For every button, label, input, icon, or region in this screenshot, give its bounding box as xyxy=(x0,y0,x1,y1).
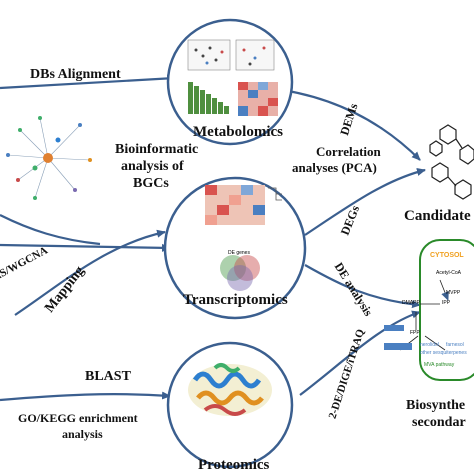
bioinformatic-label-line2: analysis of xyxy=(121,159,184,174)
ipp-label: IPP xyxy=(442,300,451,306)
arrow-proteomics-to-biosynthesis xyxy=(299,310,421,396)
mva-pathway-label: MVA pathway xyxy=(424,362,455,368)
biosynthesis-pathway-image xyxy=(384,239,474,381)
blast-label: BLAST xyxy=(85,369,131,384)
correlation-label-line1: Correlation xyxy=(316,144,381,159)
arrow-transcriptomics-to-candidate xyxy=(304,168,426,236)
arrow-dbs-to-metabolomics xyxy=(0,74,176,90)
bgc-network-image xyxy=(6,116,92,200)
protein-structure-image xyxy=(188,363,272,416)
pca-scatter-2 xyxy=(242,46,266,66)
fpp-label: FPP xyxy=(410,330,420,336)
de-genes-caption: DE genes xyxy=(228,250,250,256)
arrow-mapping-to-transcriptomics xyxy=(14,229,166,316)
dbs-alignment-label: DBs Alignment xyxy=(30,67,121,82)
proteomics-panel xyxy=(166,341,294,469)
metabolomics-label: Metabolomics xyxy=(193,124,283,140)
transcriptomics-panel xyxy=(163,176,307,320)
correlation-label-line2: analyses (PCA) xyxy=(292,160,377,175)
go-kegg-label-line1: GO/KEGG enrichment xyxy=(18,411,138,425)
nerolidol-label: nerolidol xyxy=(420,342,439,348)
transcriptomics-circle xyxy=(163,176,307,320)
arrow-transcriptomics-to-biosynthesis xyxy=(304,264,421,309)
go-kegg-label-line2: analysis xyxy=(62,427,103,441)
metabolomics-panel xyxy=(166,18,294,146)
bioinformatic-label-line1: Bioinformatic xyxy=(115,142,199,157)
biosynthesis-label-line1: Biosynthe xyxy=(406,398,466,413)
de-genes-venn xyxy=(220,255,260,291)
metabolite-bar-chart xyxy=(188,82,229,114)
farnesol-label: farnesol xyxy=(446,342,464,348)
other-sesquiterpenes-label: other sesquiterpenes xyxy=(420,350,467,356)
arrow-left-to-proteomics xyxy=(0,391,171,402)
bioinformatic-label-line3: BGCs xyxy=(133,176,169,191)
acetyl-coa-label: Acetyl-CoA xyxy=(436,270,462,276)
mvpp-label: MVPP xyxy=(446,290,461,296)
transcriptomics-label: Transcriptomics xyxy=(183,292,288,308)
arrow-left-entry xyxy=(0,214,101,246)
dmapp-label: DMAPP xyxy=(402,300,420,306)
metabolite-heatmap xyxy=(238,82,278,116)
proteomics-label: Proteomics xyxy=(198,457,270,473)
candidate-label: Candidate xyxy=(404,208,471,224)
pca-scatter xyxy=(194,46,224,65)
candidate-molecules-image xyxy=(429,124,474,200)
cytosol-label: CYTOSOL xyxy=(430,252,464,259)
expression-heatmap xyxy=(205,185,282,225)
biosynthesis-label-line2: secondar xyxy=(412,415,466,430)
arrow-wgcna-to-transcriptomics xyxy=(0,243,171,252)
